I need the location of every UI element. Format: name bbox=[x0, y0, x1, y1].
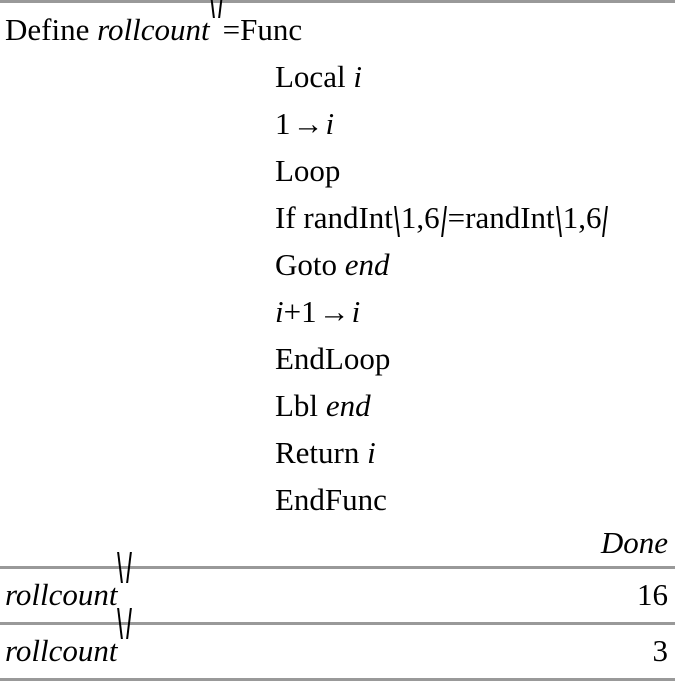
label-end: end bbox=[344, 247, 390, 282]
keyword-if-randint: If randInt bbox=[275, 200, 393, 235]
variable-i: i bbox=[351, 294, 361, 329]
keyword-func: Func bbox=[240, 12, 303, 47]
keyword-local: Local bbox=[275, 59, 354, 94]
store-arrow-icon: → bbox=[292, 106, 324, 141]
randint-args-first: 1,6 bbox=[400, 200, 440, 235]
variable-i: i bbox=[275, 294, 284, 329]
code-line-store-one[interactable]: 1→i bbox=[0, 100, 675, 147]
keyword-return: Return bbox=[275, 435, 368, 470]
code-line-lbl[interactable]: Lbl end bbox=[0, 382, 675, 429]
keyword-goto: Goto bbox=[275, 247, 345, 282]
label-end: end bbox=[325, 388, 371, 423]
entry-value: 16 bbox=[637, 577, 668, 612]
empty-parens-icon bbox=[118, 630, 131, 661]
operator-equals: = bbox=[447, 200, 466, 235]
keyword-endfunc: EndFunc bbox=[275, 482, 387, 517]
function-name: rollcount bbox=[5, 633, 118, 668]
randint-args-second: 1,6 bbox=[562, 200, 602, 235]
code-line-define[interactable]: Define rollcount =Func bbox=[0, 6, 675, 53]
number-one: 1 bbox=[275, 106, 291, 141]
code-line-goto[interactable]: Goto end bbox=[0, 241, 675, 288]
definition-result-done: Done bbox=[600, 525, 668, 560]
code-line-return[interactable]: Return i bbox=[0, 429, 675, 476]
number-one: 1 bbox=[301, 294, 317, 329]
operator-plus: + bbox=[283, 294, 302, 329]
code-line-endfunc[interactable]: EndFunc bbox=[0, 476, 675, 523]
entry-row[interactable]: rollcount 3 bbox=[0, 625, 675, 681]
rule-below-entry-one bbox=[0, 622, 675, 625]
empty-parens-icon bbox=[118, 574, 131, 605]
rule-below-done bbox=[0, 566, 675, 569]
function-name: rollcount bbox=[5, 577, 118, 612]
keyword-endloop: EndLoop bbox=[275, 341, 391, 376]
store-arrow-icon: → bbox=[318, 294, 350, 329]
entry-row[interactable]: rollcount 16 bbox=[0, 569, 675, 625]
keyword-define: Define bbox=[5, 12, 98, 47]
variable-i: i bbox=[353, 59, 362, 94]
entry-expression[interactable]: rollcount bbox=[5, 569, 131, 625]
code-line-loop[interactable]: Loop bbox=[0, 147, 675, 194]
operator-equals: = bbox=[222, 12, 241, 47]
empty-parens-icon bbox=[210, 9, 223, 40]
program-definition-block[interactable]: Define rollcount=Func Local i 1→i Loop I… bbox=[0, 6, 675, 523]
entry-expression[interactable]: rollcount bbox=[5, 625, 131, 681]
rule-bottom bbox=[0, 678, 675, 681]
entry-value: 3 bbox=[652, 633, 669, 668]
code-line-increment[interactable]: i+1→i bbox=[0, 288, 675, 335]
rule-top bbox=[0, 0, 675, 3]
keyword-lbl: Lbl bbox=[275, 388, 326, 423]
keyword-loop: Loop bbox=[275, 153, 341, 188]
code-line-endloop[interactable]: EndLoop bbox=[0, 335, 675, 382]
keyword-randint: randInt bbox=[465, 200, 555, 235]
code-line-local[interactable]: Local i bbox=[0, 53, 675, 100]
function-name: rollcount bbox=[97, 12, 210, 47]
variable-i: i bbox=[367, 435, 376, 470]
variable-i: i bbox=[325, 106, 335, 141]
